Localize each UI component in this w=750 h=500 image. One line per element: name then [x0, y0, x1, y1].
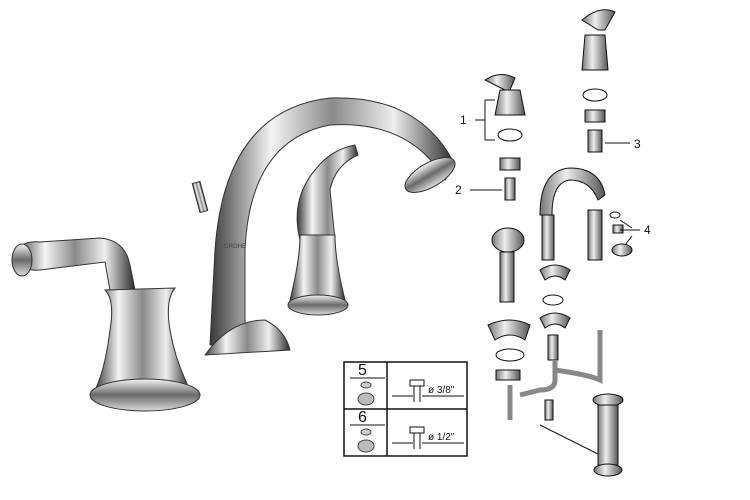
- callout-2: 2: [455, 183, 462, 197]
- callouts: [470, 99, 640, 246]
- legend-number-6: 6: [358, 409, 367, 426]
- callout-4: 4: [644, 223, 651, 237]
- legend-diameter-3-8: ø 3/8": [428, 385, 455, 396]
- faucet-photo: GROHE: [11, 97, 456, 412]
- legend-diameter-1-2: ø 1/2": [428, 432, 455, 443]
- legend-number-5: 5: [358, 362, 367, 379]
- callout-1: 1: [460, 113, 467, 127]
- brand-mark: GROHE: [224, 244, 246, 250]
- seal-size-legend: [343, 361, 468, 457]
- callout-3: 3: [634, 137, 641, 151]
- exploded-parts-diagram: [484, 9, 633, 477]
